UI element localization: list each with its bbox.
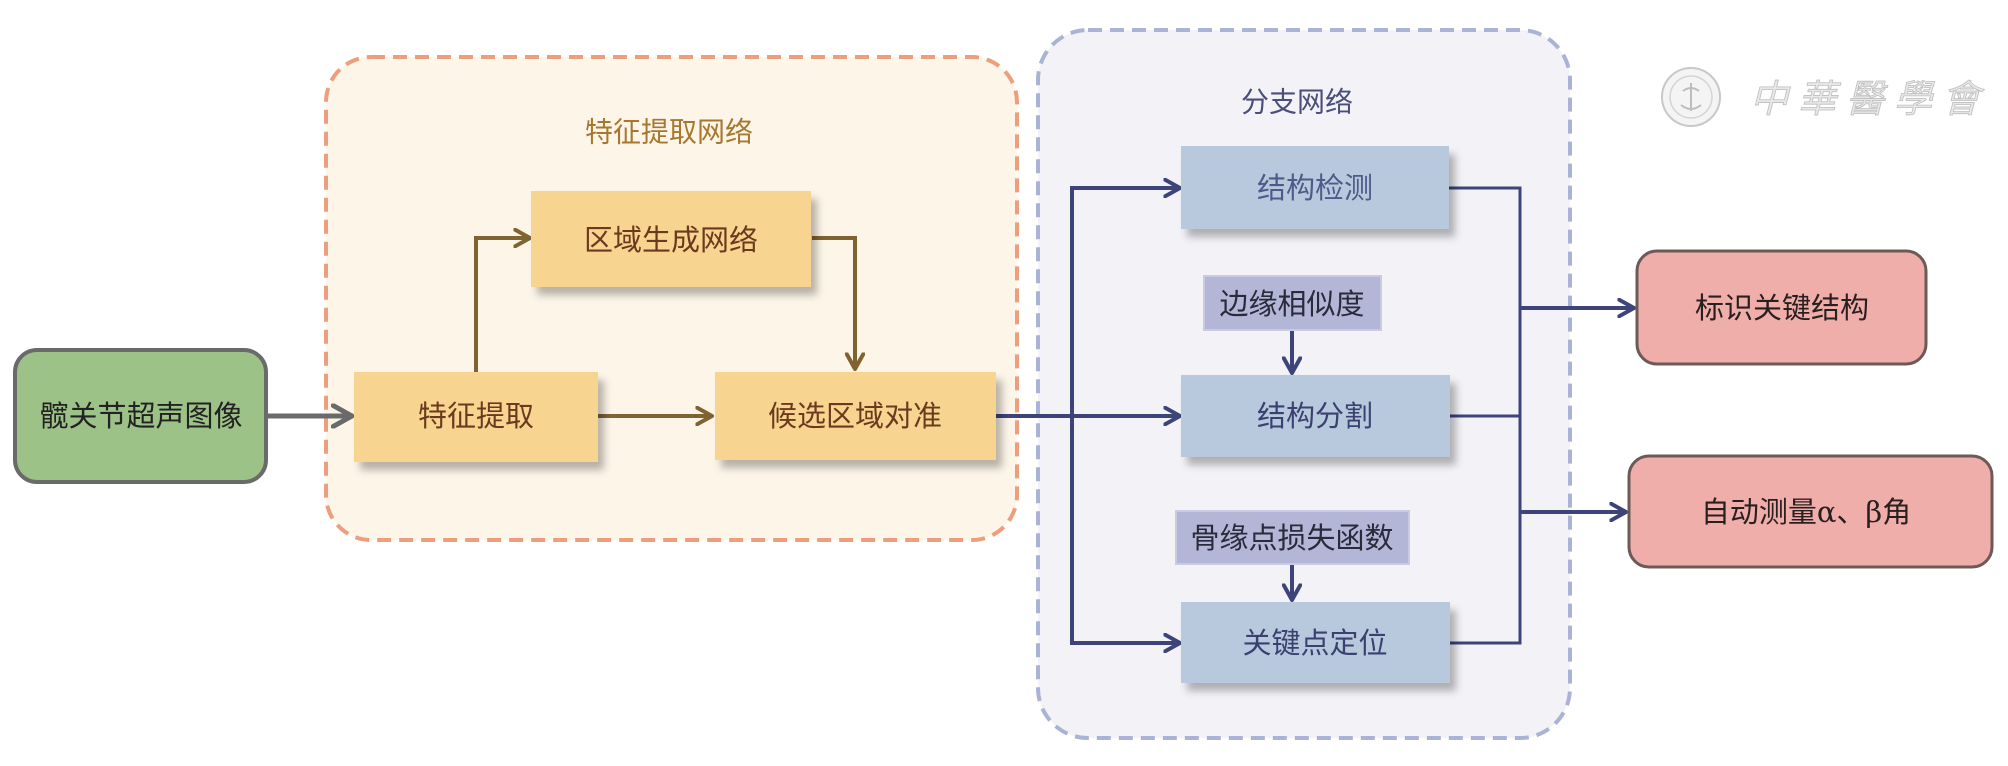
node-feature-extraction: 特征提取 xyxy=(354,372,598,462)
branch-group-title: 分支网络 xyxy=(1241,86,1353,119)
node-structure-detection-label: 结构检测 xyxy=(1257,171,1373,205)
arrow-rpn-to-roi xyxy=(812,236,855,369)
arrow-feature-to-rpn xyxy=(474,238,530,373)
node-roi-align-label: 候选区域对准 xyxy=(768,399,942,433)
watermark-text: 中華醫學會 xyxy=(1750,77,1990,121)
node-edge-similarity-label: 边缘相似度 xyxy=(1219,287,1364,321)
node-roi-align: 候选区域对准 xyxy=(715,372,996,460)
node-keypoint-localization-label: 关键点定位 xyxy=(1242,626,1387,660)
node-region-proposal: 区域生成网络 xyxy=(531,191,811,287)
node-region-proposal-label: 区域生成网络 xyxy=(584,223,758,257)
node-bone-edge-loss-label: 骨缘点损失函数 xyxy=(1190,521,1393,555)
node-bone-edge-loss: 骨缘点损失函数 xyxy=(1175,510,1410,565)
society-emblem-icon xyxy=(1661,67,1721,127)
node-structure-detection: 结构检测 xyxy=(1181,146,1449,229)
node-feature-extraction-label: 特征提取 xyxy=(418,399,534,433)
input-node-label: 髋关节超声图像 xyxy=(39,399,242,433)
node-structure-segmentation: 结构分割 xyxy=(1181,375,1450,457)
node-structure-segmentation-label: 结构分割 xyxy=(1257,399,1373,433)
feature-group-title: 特征提取网络 xyxy=(585,116,753,149)
output-measure-angles: 自动测量α、β角 xyxy=(1627,454,1994,569)
watermark: 中華醫學會 xyxy=(1661,67,1990,127)
output-measure-angles-label: 自动测量α、β角 xyxy=(1701,495,1911,529)
output-identify-structures: 标识关键结构 xyxy=(1635,249,1928,366)
node-edge-similarity: 边缘相似度 xyxy=(1203,275,1382,331)
output-identify-structures-label: 标识关键结构 xyxy=(1695,291,1869,325)
input-node: 髋关节超声图像 xyxy=(13,348,268,484)
node-keypoint-localization: 关键点定位 xyxy=(1181,602,1450,683)
